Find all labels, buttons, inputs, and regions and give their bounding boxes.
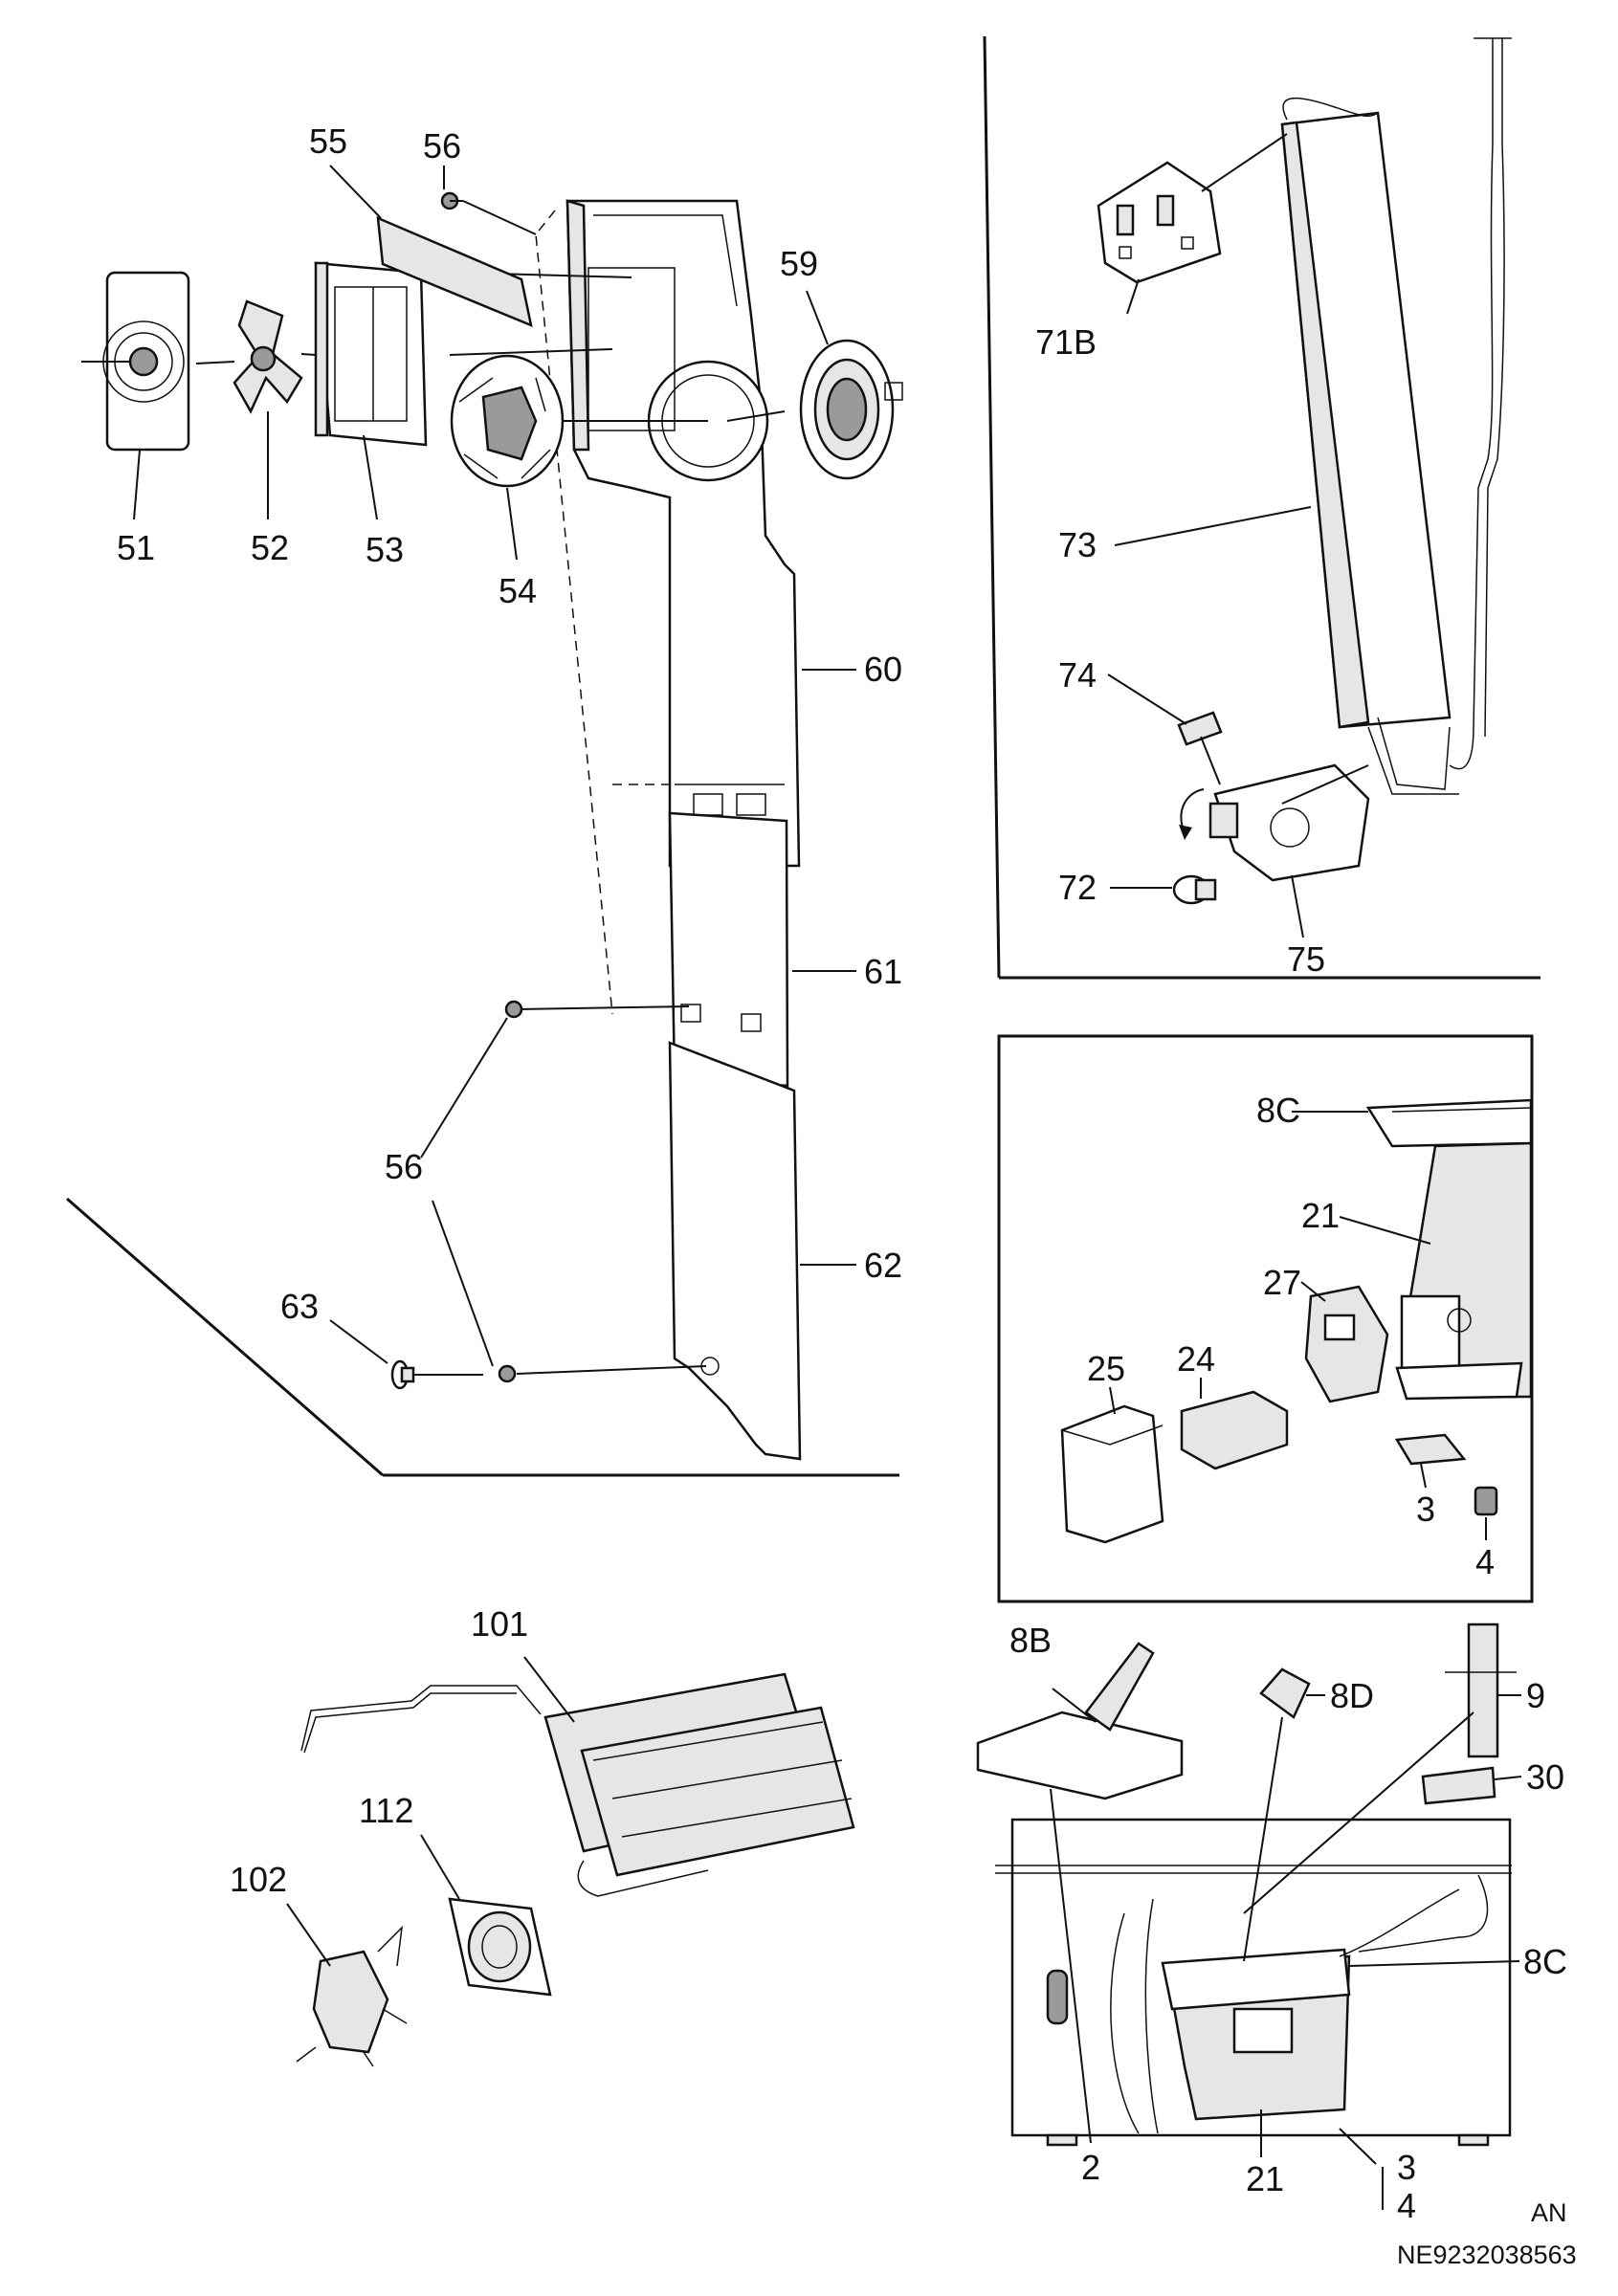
label-52: 52: [251, 528, 289, 567]
back-panel-62: [668, 1041, 802, 1461]
knob-72: [1172, 874, 1217, 905]
screws-56-bottom: [498, 1000, 523, 1383]
label-3-box: 3: [1416, 1490, 1435, 1529]
label-112: 112: [359, 1791, 413, 1830]
air-seal-55: [376, 216, 533, 328]
drain-tube-9: [1445, 1623, 1517, 1758]
drip-tray-8b: [976, 1642, 1184, 1800]
part-number-labels: 55 56 59 51 52 53 54 60 61 56 62 63 71B …: [117, 121, 1567, 2225]
cover-25: [1060, 1404, 1164, 1544]
label-53: 53: [366, 530, 404, 569]
label-63: 63: [280, 1287, 319, 1326]
footer: AN NE9232038563: [1397, 2198, 1577, 2269]
leader-lines-top-right: [1107, 133, 1369, 938]
label-51: 51: [117, 528, 155, 567]
label-55: 55: [309, 121, 347, 161]
clip-8d: [1259, 1667, 1311, 1719]
evaporator-73: [1280, 37, 1512, 795]
label-2: 2: [1081, 2148, 1100, 2187]
leader-lines-bottom-left: [286, 1656, 575, 1967]
label-54: 54: [499, 571, 537, 610]
fan-shroud-112: [448, 1897, 552, 1997]
label-56-mid: 56: [385, 1147, 423, 1186]
label-8c-bottom: 8C: [1523, 1942, 1567, 1981]
fan-impeller-54: [450, 354, 565, 488]
bracket-3-box: [1394, 1433, 1467, 1466]
label-21-box: 21: [1301, 1196, 1340, 1235]
leader-lines-box: [1109, 1111, 1487, 1540]
label-9: 9: [1526, 1676, 1545, 1715]
thermal-fuse-2: [1046, 1969, 1069, 2025]
compressor-21-bottom: [1161, 1948, 1351, 2121]
label-25: 25: [1087, 1349, 1125, 1388]
back-panel-61: [668, 811, 789, 1088]
label-102: 102: [230, 1860, 287, 1899]
fan-motor-102: [296, 1925, 408, 2067]
label-61: 61: [864, 952, 902, 991]
label-56-top: 56: [423, 126, 461, 166]
label-24: 24: [1177, 1339, 1215, 1379]
screw-56-top: [440, 191, 463, 210]
footer-code: NE9232038563: [1397, 2241, 1577, 2269]
leader-lines-top-left: [133, 165, 856, 1367]
fan-bracket-53: [314, 261, 428, 447]
label-59: 59: [780, 244, 818, 283]
label-74: 74: [1058, 655, 1097, 695]
relay-27: [1304, 1285, 1389, 1403]
label-4-bottom: 4: [1397, 2186, 1416, 2225]
footer-an: AN: [1531, 2198, 1567, 2227]
pipes-bottom: [1110, 1874, 1489, 2134]
label-73: 73: [1058, 525, 1097, 564]
thermostat-75: [1179, 763, 1370, 882]
label-101: 101: [471, 1604, 528, 1644]
clip-74: [1177, 711, 1223, 746]
label-72: 72: [1058, 868, 1097, 907]
label-4-box: 4: [1475, 1542, 1495, 1581]
fan-blade-52: [195, 299, 303, 414]
compressor-21-box: [1395, 1141, 1533, 1401]
label-30: 30: [1526, 1757, 1564, 1797]
label-60: 60: [864, 650, 902, 689]
label-71b: 71B: [1035, 322, 1097, 362]
thermostat-holder-71b: [1097, 161, 1222, 284]
leader-lines-bottom-right: [1050, 1688, 1522, 2210]
grommet-4-box: [1474, 1486, 1498, 1516]
label-75: 75: [1287, 939, 1325, 979]
label-8d: 8D: [1330, 1676, 1374, 1715]
label-62: 62: [864, 1246, 902, 1285]
label-27: 27: [1263, 1263, 1301, 1302]
clip-63: [390, 1359, 415, 1390]
overload-24: [1180, 1390, 1289, 1470]
fan-motor-59: [799, 339, 903, 480]
fan-grille-51: [81, 271, 190, 452]
drain-elbow-30: [1421, 1766, 1496, 1805]
label-3-bottom: 3: [1397, 2148, 1416, 2187]
label-8b: 8B: [1009, 1621, 1052, 1660]
label-8c-box: 8C: [1256, 1091, 1300, 1130]
drip-tray-8c-box: [1365, 1098, 1533, 1148]
condenser-101: [300, 1672, 855, 1897]
label-21-bottom: 21: [1246, 2159, 1284, 2198]
back-panel-60: [565, 199, 801, 868]
